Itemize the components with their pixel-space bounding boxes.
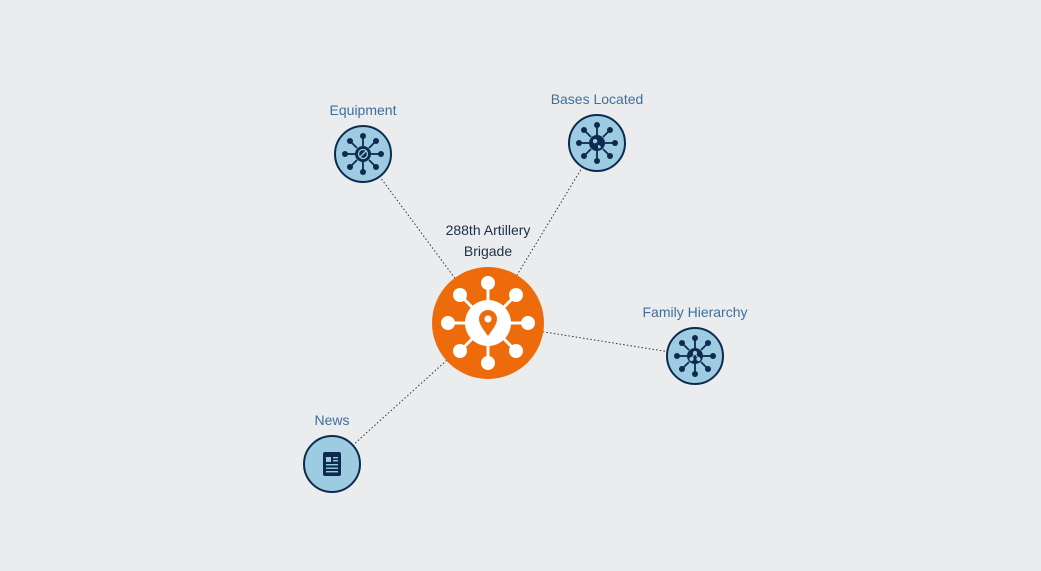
edge-news xyxy=(331,322,489,465)
center-node[interactable]: 288th Artillery Brigade xyxy=(432,222,544,379)
center-label-line2: Brigade xyxy=(464,243,512,259)
center-label-line1: 288th Artillery xyxy=(446,222,531,238)
edge-equipment xyxy=(362,153,489,324)
node-label-news: News xyxy=(314,412,349,428)
node-news[interactable]: News xyxy=(303,412,361,493)
node-bases-located[interactable]: Bases Located xyxy=(551,91,644,172)
network-equipment-icon xyxy=(342,133,384,175)
network-location-pin-icon xyxy=(441,276,535,370)
network-hierarchy-icon xyxy=(674,335,716,377)
node-family-hierarchy[interactable]: Family Hierarchy xyxy=(642,304,748,385)
node-equipment[interactable]: Equipment xyxy=(330,102,397,183)
edge-bases xyxy=(487,142,598,324)
node-label-bases: Bases Located xyxy=(551,91,644,107)
network-globe-icon xyxy=(576,122,618,164)
node-label-family: Family Hierarchy xyxy=(642,304,747,320)
node-label-equipment: Equipment xyxy=(330,102,397,118)
newspaper-icon xyxy=(323,452,341,476)
edge-family xyxy=(487,322,696,357)
